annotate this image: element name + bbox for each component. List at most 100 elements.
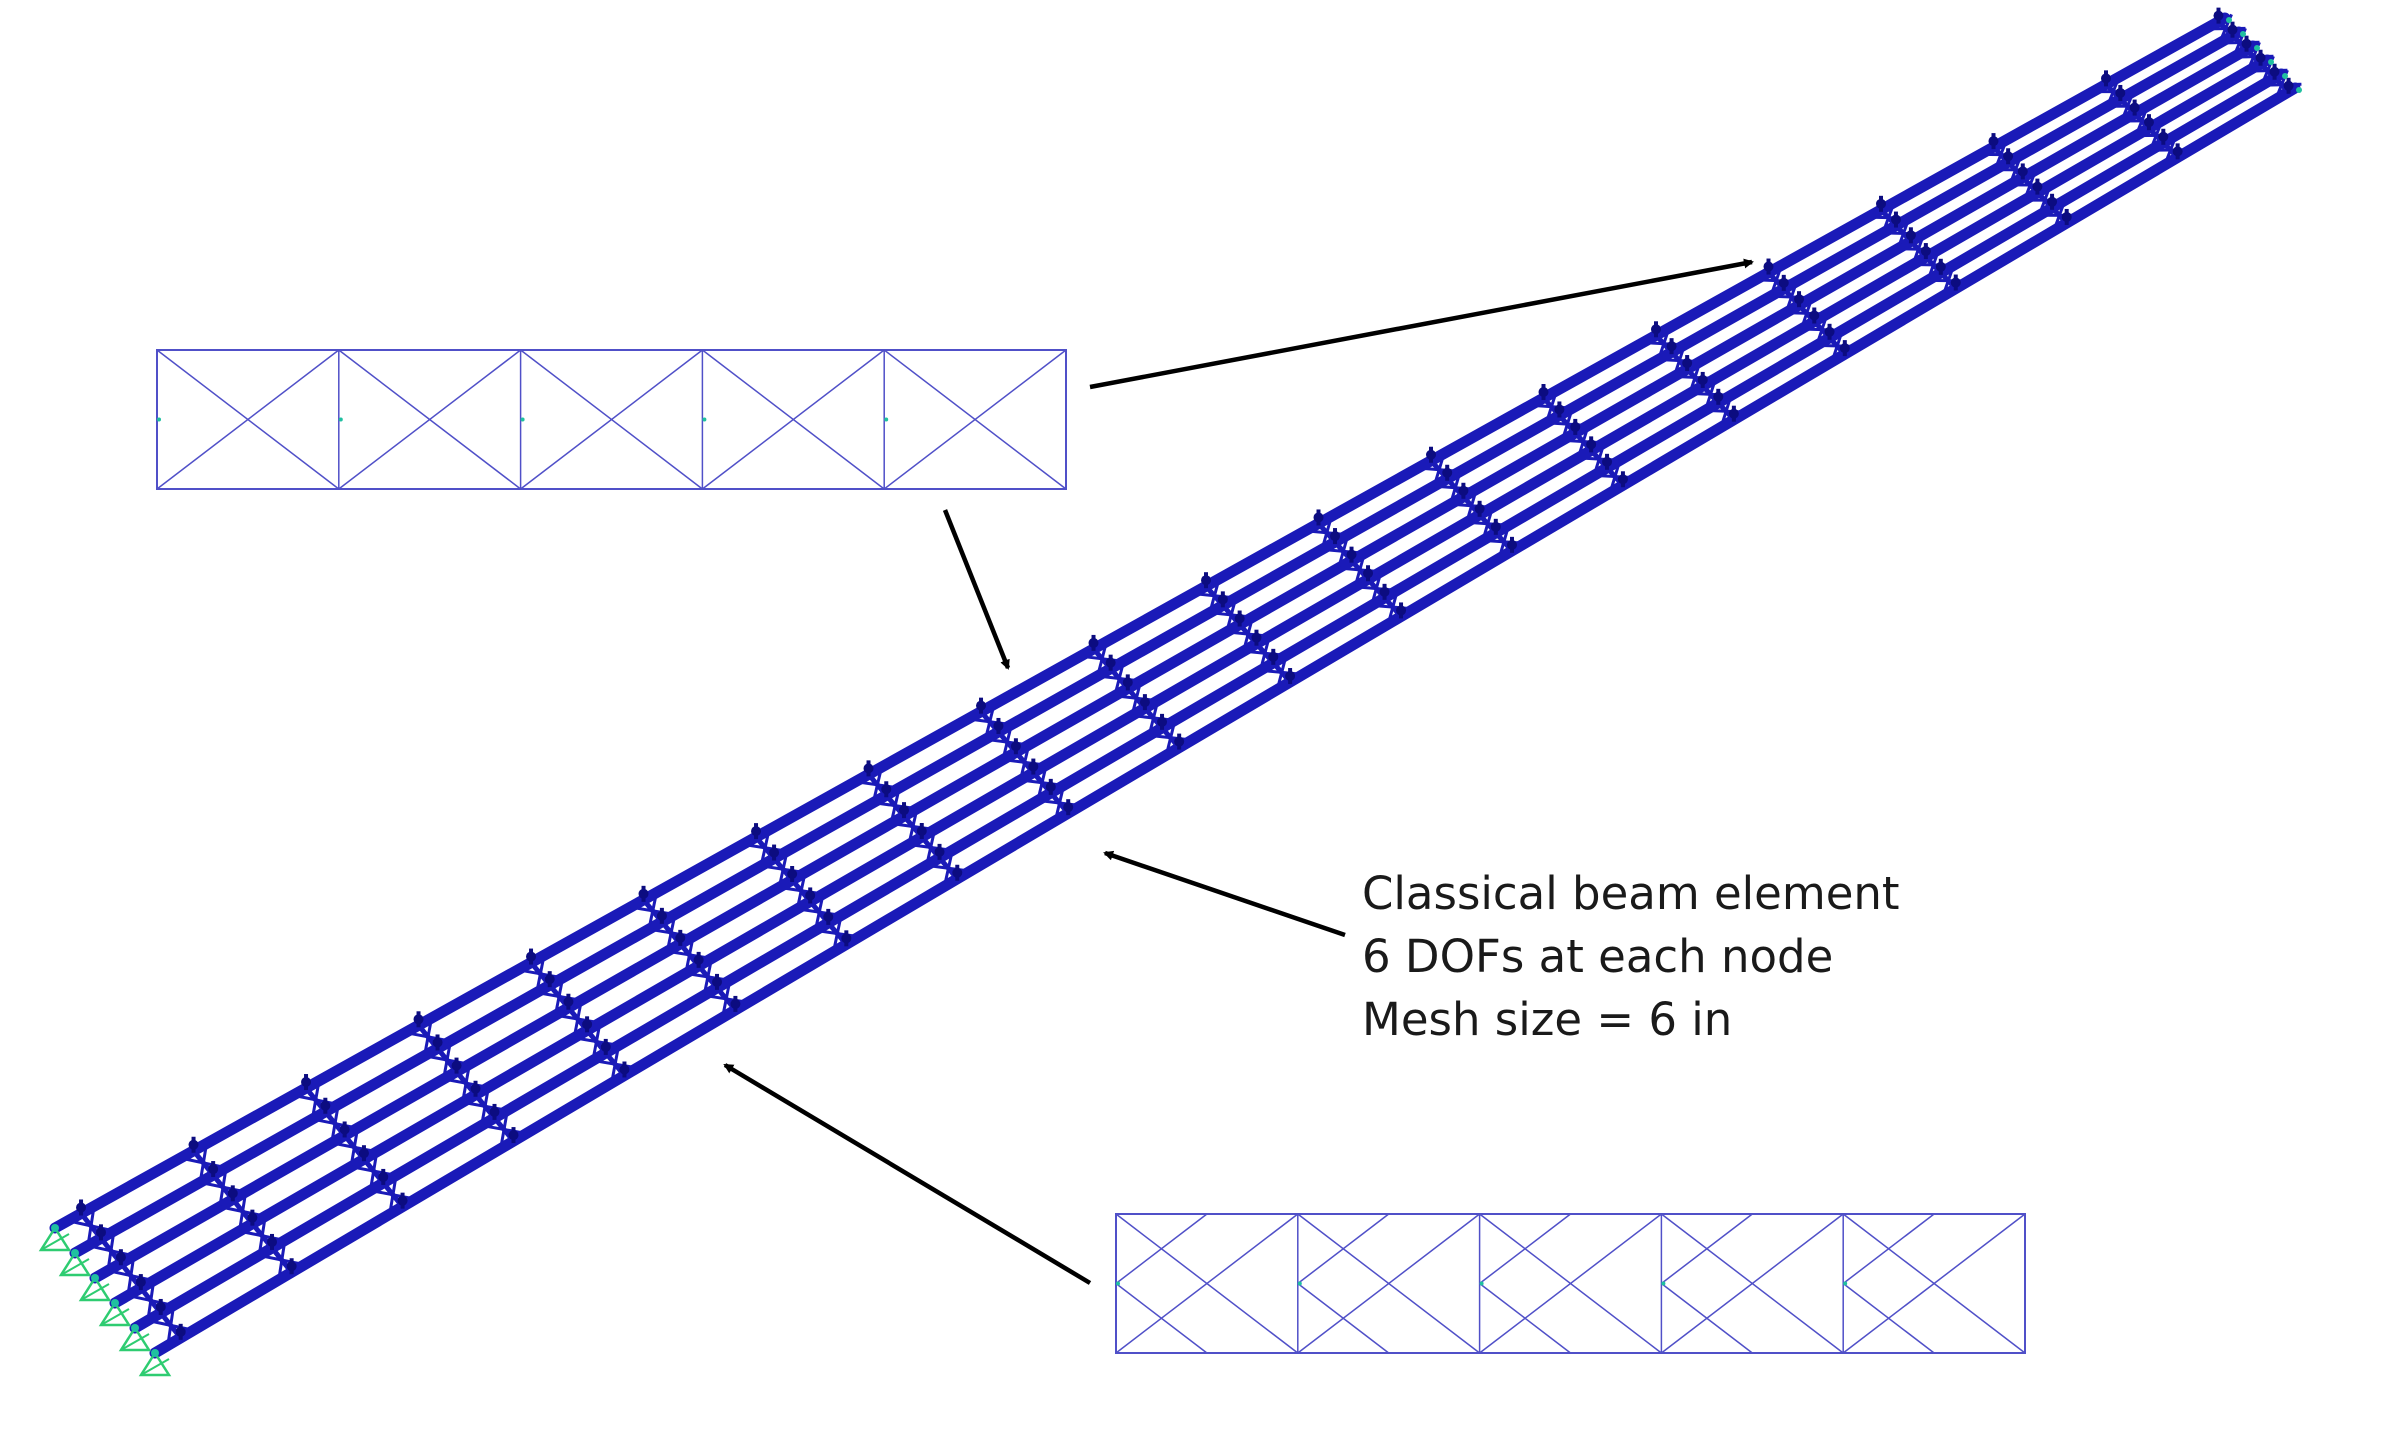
- girder-line: [89, 40, 2259, 1284]
- support-node: [151, 1349, 159, 1357]
- cross-brace: [1131, 714, 1176, 722]
- cross-brace: [2261, 82, 2302, 87]
- cross-brace: [2233, 54, 2274, 59]
- cross-brace: [1912, 263, 1954, 267]
- cross-brace: [1770, 294, 1813, 300]
- cross-brace: [1114, 694, 1158, 703]
- panel-node: [338, 417, 343, 422]
- cross-brace: [1689, 391, 1732, 397]
- end-node: [2240, 31, 2246, 37]
- cross-brace: [742, 842, 788, 853]
- cross-brace: [760, 864, 806, 875]
- v-brace-detail: [1115, 1213, 2026, 1354]
- cross-brace: [873, 801, 918, 811]
- girder-line: [129, 68, 2287, 1334]
- cross-brace: [1674, 374, 1716, 380]
- cross-brace: [107, 1269, 155, 1283]
- panel-diagonal: [156, 349, 340, 490]
- support-node: [131, 1324, 139, 1332]
- cross-brace: [667, 949, 712, 960]
- arrow-to-mid-frame: [942, 509, 1011, 670]
- cross-brace: [199, 1180, 247, 1194]
- support-node: [91, 1274, 99, 1282]
- cross-brace: [648, 927, 694, 938]
- cross-brace: [573, 1036, 619, 1047]
- support-node: [51, 1224, 59, 1232]
- cross-brace: [926, 863, 971, 873]
- panel-diagonal: [1842, 1213, 2026, 1354]
- detail-panels: [156, 349, 2026, 1354]
- cross-brace: [703, 993, 749, 1004]
- panel-node: [157, 417, 161, 422]
- cross-brace: [1434, 484, 1477, 491]
- panel-diagonal: [520, 349, 703, 490]
- cross-brace: [1371, 603, 1415, 611]
- cross-brace: [517, 968, 563, 980]
- cross-brace: [87, 1244, 135, 1258]
- cross-brace: [1450, 502, 1493, 509]
- cross-brace: [1192, 591, 1236, 600]
- cross-brace: [147, 1319, 194, 1332]
- cross-brace: [908, 842, 953, 852]
- cross-brace: [685, 971, 731, 982]
- arrow-to-far-end: [1089, 258, 1754, 390]
- cross-brace: [219, 1205, 266, 1218]
- cross-brace: [1867, 215, 1909, 220]
- cross-brace: [1243, 649, 1287, 657]
- cross-brace: [1148, 733, 1193, 742]
- support-hatch: [60, 1258, 90, 1276]
- cross-brace: [239, 1229, 286, 1242]
- cross-brace: [797, 907, 842, 917]
- arrow-to-beam-element: [1103, 850, 1346, 938]
- girder-line: [109, 54, 2273, 1309]
- girder-line: [149, 82, 2301, 1359]
- cross-brace: [1260, 668, 1304, 676]
- panel-node: [884, 417, 889, 422]
- cross-brace: [1578, 456, 1621, 462]
- panel-node: [1843, 1281, 1848, 1286]
- cross-brace: [1482, 538, 1525, 545]
- cross-brace: [424, 1054, 470, 1066]
- cross-brace: [985, 737, 1030, 747]
- cross-brace: [1755, 278, 1797, 284]
- girder-line: [69, 26, 2245, 1259]
- cross-brace: [1594, 473, 1636, 480]
- cross-brace: [462, 1100, 508, 1112]
- cross-brace: [2205, 26, 2246, 31]
- panel-node: [1116, 1281, 1120, 1286]
- cross-brace: [967, 717, 1012, 727]
- panel-diagonal: [1297, 1213, 1481, 1354]
- panel-node: [1297, 1281, 1302, 1286]
- cross-brace: [180, 1156, 227, 1170]
- cross-brace: [1209, 611, 1253, 619]
- cross-brace: [555, 1013, 601, 1025]
- cross-brace: [481, 1123, 527, 1135]
- end-node: [2296, 87, 2302, 93]
- cross-brace: [1562, 438, 1605, 445]
- panel-diagonal: [1115, 1213, 1299, 1354]
- cross-brace: [1226, 630, 1270, 638]
- cross-brace: [815, 928, 860, 939]
- cross-brace: [890, 822, 935, 832]
- cross-brace: [350, 1165, 397, 1177]
- support-node: [111, 1299, 119, 1307]
- cross-brace: [1530, 403, 1573, 410]
- panel-node: [702, 417, 707, 422]
- end-node: [2226, 17, 2232, 23]
- end-node: [2254, 45, 2260, 51]
- beam-model: [38, 7, 2302, 1377]
- cross-brace: [1338, 566, 1382, 574]
- support-hatch: [100, 1308, 130, 1326]
- cross-brace: [1546, 421, 1589, 428]
- cross-brace: [778, 885, 824, 896]
- cross-brace: [592, 1058, 638, 1070]
- cross-brace: [443, 1077, 489, 1089]
- panel-diagonal: [883, 349, 1067, 490]
- cross-brace: [1642, 341, 1685, 347]
- cross-brace: [536, 990, 582, 1002]
- cross-brace: [1705, 408, 1747, 414]
- cross-brace: [258, 1253, 305, 1267]
- cross-brace: [67, 1219, 115, 1233]
- cross-brace: [1658, 357, 1701, 364]
